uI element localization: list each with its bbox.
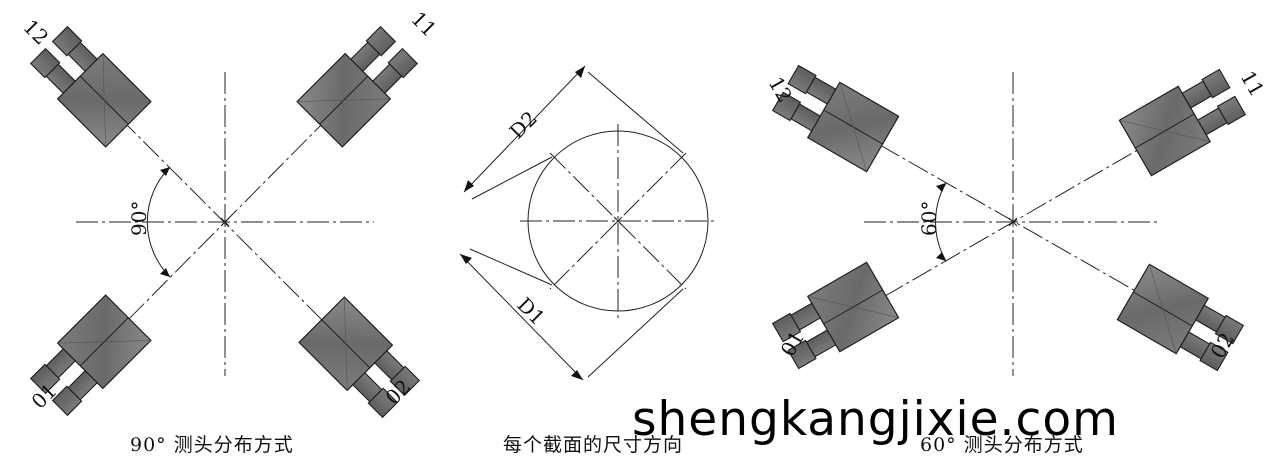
center-mark xyxy=(1008,217,1018,227)
arrow-head xyxy=(464,180,474,192)
dimension-label-d1: D1 xyxy=(512,293,549,330)
d2-dimension-line xyxy=(463,65,586,193)
arrow-head xyxy=(460,254,472,264)
angle-label-60: 60° xyxy=(917,201,941,236)
probe-11 xyxy=(296,21,423,148)
probe-11 xyxy=(1118,63,1249,177)
dimension-label-d2: D2 xyxy=(505,106,542,143)
d2-extension-line xyxy=(587,71,684,154)
circle-diagonal-a xyxy=(549,152,687,290)
probe-label-11: 11 xyxy=(406,7,441,42)
probe-label-11: 11 xyxy=(1236,67,1270,101)
angle-arc-90 xyxy=(146,166,171,278)
circle-center-mark xyxy=(613,216,623,226)
probe-12 xyxy=(25,21,152,148)
diagonal-axis-a xyxy=(879,144,1161,306)
probe-12 xyxy=(769,59,900,173)
probe-label-01: 01 xyxy=(27,379,62,414)
arrow-head xyxy=(936,183,946,192)
figure-60-degree: 60° 12 11 01 02 xyxy=(764,59,1270,377)
d2-extension-line xyxy=(471,156,553,200)
probe-label-12: 12 xyxy=(18,15,53,50)
d1-extension-line xyxy=(469,248,553,286)
arrow-head xyxy=(575,66,585,78)
center-mark xyxy=(220,217,230,227)
watermark: shengkangjixie.com xyxy=(632,392,1119,447)
caption-90-degree: 90° 测头分布方式 xyxy=(130,434,294,456)
arrow-head xyxy=(571,370,583,380)
d1-extension-line xyxy=(587,288,684,378)
d1-dimension-line xyxy=(459,253,584,381)
diagonal-axis-b xyxy=(879,136,1161,300)
figure-section-dimensions: D2 D1 xyxy=(459,65,716,381)
arrow-head xyxy=(160,268,170,277)
arrow-head xyxy=(936,252,946,261)
caption-section-dimensions: 每个截面的尺寸方向 xyxy=(503,434,684,456)
caption-60-degree: 60° 测头分布方式 xyxy=(920,434,1084,456)
angle-label-90: 90° xyxy=(127,201,151,236)
circle-diagonal-b xyxy=(549,152,687,290)
figure-90-degree: 90° 12 11 01 02 xyxy=(18,7,441,423)
arrow-head xyxy=(160,167,170,176)
